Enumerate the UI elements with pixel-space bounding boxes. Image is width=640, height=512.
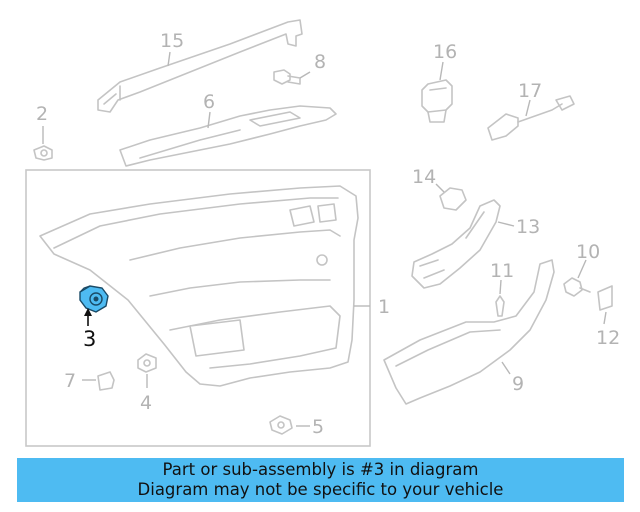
leader-8 [299, 71, 311, 79]
callout-15: 15 [160, 30, 184, 52]
part-7-retainer[interactable] [97, 371, 115, 391]
leader-14 [435, 183, 445, 193]
leader-11 [499, 279, 502, 295]
banner-line-2: Diagram may not be specific to your vehi… [137, 480, 504, 499]
part-3-highlighted[interactable] [79, 285, 109, 313]
leader-6 [207, 111, 211, 129]
callout-9: 9 [512, 373, 524, 395]
leader-3-arrowhead [84, 308, 92, 316]
callout-17: 17 [518, 80, 542, 102]
callout-13: 13 [516, 216, 540, 238]
part-5-clip[interactable] [269, 415, 293, 435]
part-15-garnish[interactable] [97, 19, 303, 113]
leader-12 [603, 311, 607, 325]
callout-14: 14 [412, 166, 436, 188]
leader-17 [525, 99, 531, 117]
part-11-clip[interactable] [495, 295, 505, 317]
part-8-screw[interactable] [273, 69, 301, 85]
callout-16: 16 [433, 41, 457, 63]
banner-line-1: Part or sub-assembly is #3 in diagram [162, 460, 479, 479]
callout-3: 3 [83, 327, 96, 351]
part-9-armrest[interactable] [383, 259, 555, 405]
part-6-trim-panel[interactable] [119, 105, 337, 167]
callout-7: 7 [64, 370, 76, 392]
leader-10 [577, 259, 587, 279]
part-4-clip[interactable] [137, 353, 157, 373]
leader-16 [439, 61, 444, 81]
callout-5: 5 [312, 416, 324, 438]
part-17-harness[interactable] [487, 95, 575, 141]
callout-12: 12 [596, 327, 620, 349]
callout-6: 6 [203, 91, 215, 113]
callout-8: 8 [314, 51, 326, 73]
leader-9 [501, 361, 511, 375]
leader-13 [497, 221, 515, 227]
part-14-bezel[interactable] [439, 187, 467, 211]
part-10-screw[interactable] [563, 277, 591, 297]
info-banner: Part or sub-assembly is #3 in diagram Di… [17, 458, 624, 502]
part-2-clip[interactable] [33, 145, 53, 161]
callout-4: 4 [140, 392, 152, 414]
part-13-bracket[interactable] [411, 199, 501, 289]
part-1-door-panel[interactable] [39, 185, 359, 387]
part-16-connector[interactable] [421, 79, 453, 123]
callout-11: 11 [490, 260, 514, 282]
callout-2: 2 [36, 103, 48, 125]
leader-15 [167, 51, 171, 67]
callout-10: 10 [576, 241, 600, 263]
callout-1: 1 [378, 296, 390, 318]
parts-diagram: 15 8 6 2 16 17 14 [25, 19, 620, 447]
door-panel-frame [25, 169, 371, 447]
part-12-bracket[interactable] [597, 285, 613, 311]
